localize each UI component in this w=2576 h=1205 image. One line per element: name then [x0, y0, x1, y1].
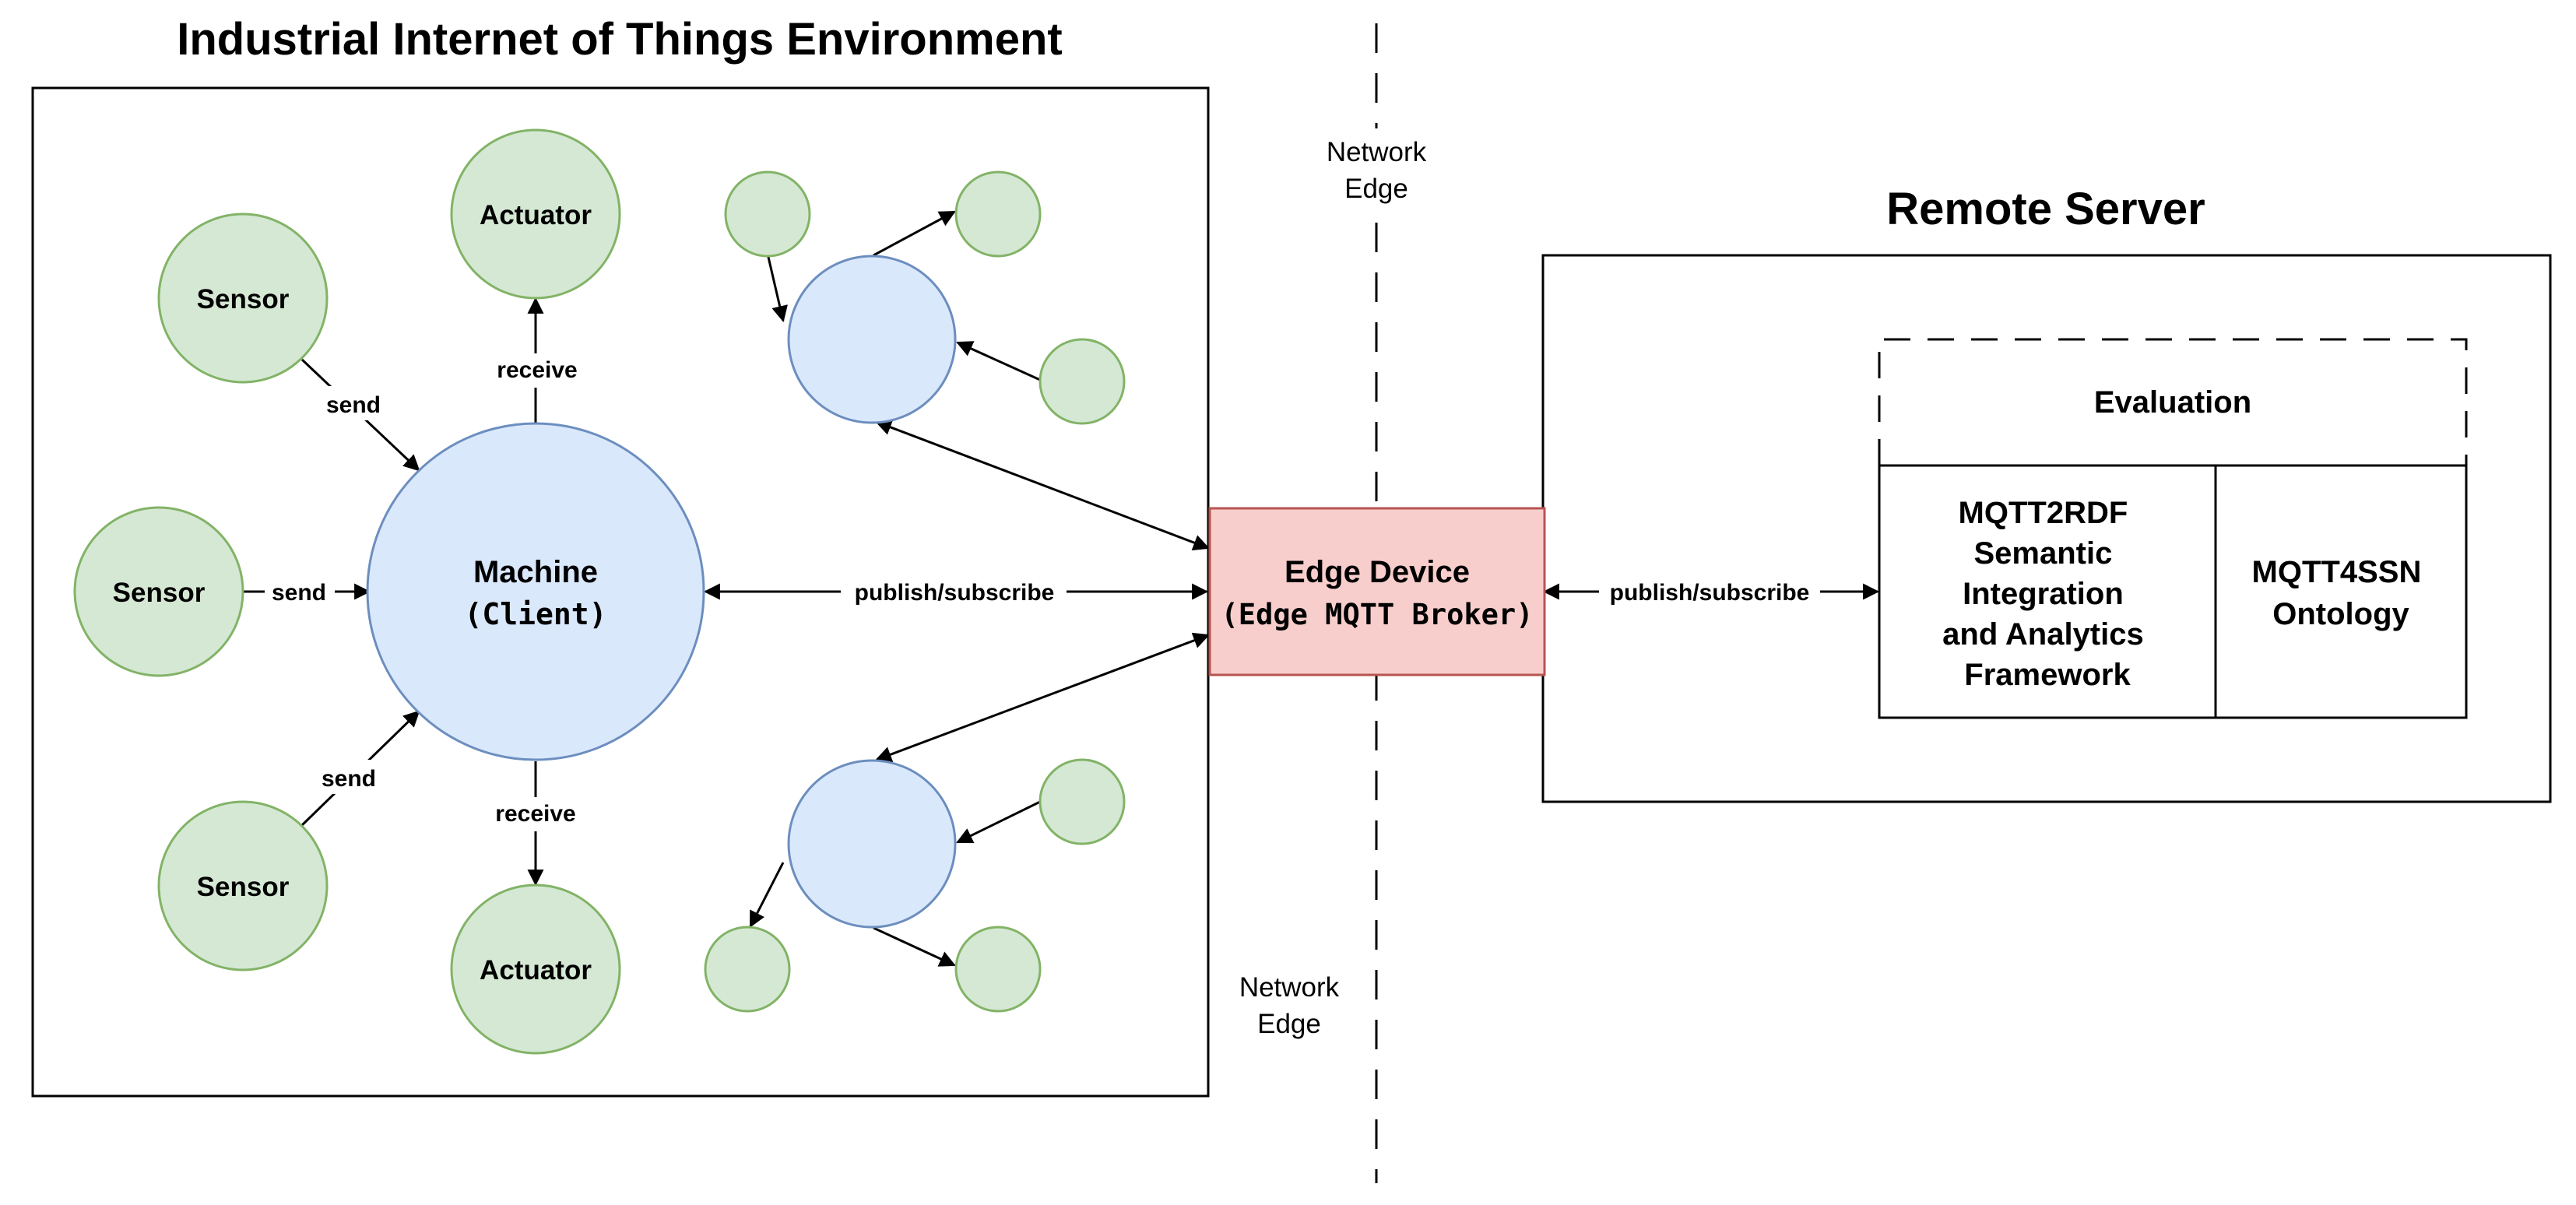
cluster-top-green-node-3 — [1038, 338, 1126, 425]
network-edge-label-bottom-1: Network — [1239, 972, 1340, 1003]
sensor-mid-label: Sensor — [113, 578, 206, 608]
machine-label: Machine — [473, 555, 598, 589]
actuator-top-label: Actuator — [480, 200, 592, 230]
cluster-bottom-link-1 — [956, 800, 1041, 844]
machine-node — [366, 422, 705, 761]
iiot-title: Industrial Internet of Things Environmen… — [177, 14, 1063, 65]
remote-server-title: Remote Server — [1886, 184, 2205, 234]
framework-label: MQTT2RDF Semantic Integration and Analyt… — [1942, 496, 2153, 692]
evaluation-label: Evaluation — [2094, 385, 2251, 420]
sensor-top-label: Sensor — [197, 284, 290, 314]
cluster-bottom-green-node-3 — [704, 926, 791, 1013]
evaluation-dashed-border — [1878, 338, 2468, 465]
send-label-bot: send — [322, 766, 376, 792]
sensor-node-top — [157, 213, 329, 384]
receive-label-top: receive — [497, 357, 577, 383]
pubsub-label-right: publish/subscribe — [1610, 580, 1810, 606]
cluster-top-link-3 — [956, 341, 1041, 381]
network-edge-label-top-2: Edge — [1344, 174, 1408, 204]
ontology-box — [2214, 464, 2468, 719]
sensor-node-mid — [73, 506, 244, 677]
edge-broker-label: (Edge MQTT Broker) — [1221, 598, 1534, 631]
receive-label-bot: receive — [495, 801, 575, 827]
cluster-top-link-1 — [766, 253, 788, 323]
actuator-node-top — [450, 128, 621, 300]
pubsub-label-left: publish/subscribe — [855, 580, 1055, 606]
cluster-top-green-node-1 — [724, 170, 811, 258]
machine-client-label: (Client) — [464, 597, 606, 631]
actuator-node-bot — [450, 884, 621, 1055]
cluster-bottom-green-node-1 — [1038, 758, 1126, 845]
cluster-bottom-link-3 — [749, 862, 785, 928]
cluster-bottom-link-2 — [873, 926, 956, 967]
cluster-top-green-node-2 — [954, 170, 1042, 258]
edge-device-box — [1208, 507, 1546, 676]
cluster-top-connector — [875, 419, 1210, 551]
cluster-bottom-green-node-2 — [954, 926, 1042, 1013]
ontology-label: MQTT4SSN Ontology — [2252, 555, 2430, 631]
edge-device-label: Edge Device — [1284, 555, 1470, 589]
send-label-mid: send — [272, 580, 326, 606]
sensor-bot-label: Sensor — [197, 872, 290, 902]
cluster-bottom-blue-node — [787, 759, 957, 929]
network-edge-label-top-1: Network — [1327, 137, 1427, 167]
sensor-node-bot — [157, 800, 329, 971]
actuator-bot-label: Actuator — [480, 955, 592, 985]
cluster-top-link-2 — [873, 210, 956, 257]
cluster-top-blue-node — [787, 255, 957, 424]
cluster-bottom-connector — [875, 632, 1210, 763]
network-edge-label-bottom-2: Edge — [1257, 1009, 1321, 1039]
send-label-top: send — [326, 392, 381, 418]
